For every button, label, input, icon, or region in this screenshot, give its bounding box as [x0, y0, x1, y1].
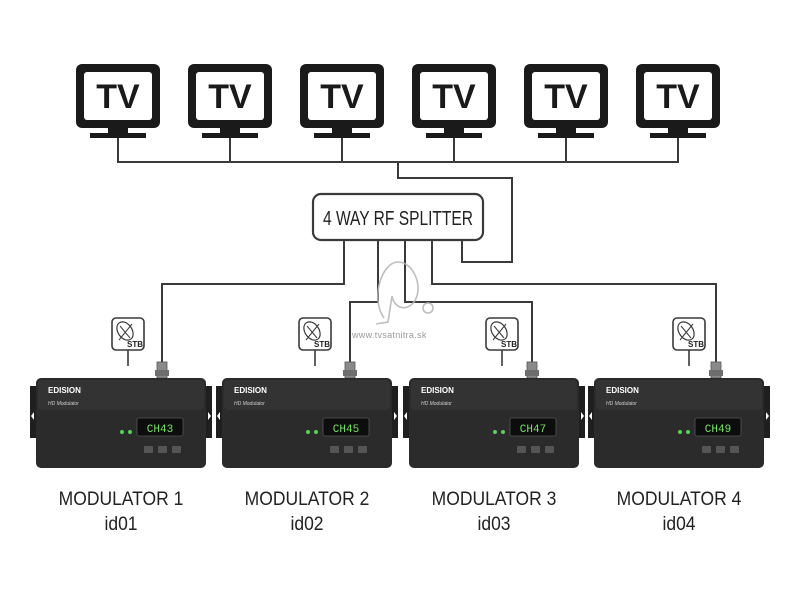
watermark-text: www.tvsatnitra.sk [352, 330, 427, 340]
tv-icon: TV [636, 64, 720, 138]
tv-label: TV [96, 78, 140, 116]
connector-icon [525, 361, 539, 379]
stb-label: STB [501, 340, 517, 349]
product-line: HD Modulator [421, 401, 452, 407]
splitter-out-4 [431, 240, 717, 368]
modulator-name: MODULATOR 3 [431, 489, 557, 510]
modulator-id: id01 [104, 514, 138, 535]
tv-label: TV [656, 78, 700, 116]
stb-row: STB STB STB STB [111, 317, 706, 366]
tv-row: TV TV TV TV TV TV [76, 64, 720, 138]
wires [117, 138, 717, 368]
stb-icon: STB [485, 317, 519, 366]
tv-icon: TV [524, 64, 608, 138]
tv-icon: TV [76, 64, 160, 138]
stb-label: STB [127, 340, 143, 349]
rf-splitter: 4 WAY RF SPLITTER [311, 192, 485, 242]
product-line: HD Modulator [234, 401, 265, 407]
tv-label: TV [544, 78, 588, 116]
stb-icon: STB [298, 317, 332, 366]
tv-label: TV [432, 78, 476, 116]
modulator-name: MODULATOR 4 [616, 489, 742, 510]
connector-icon [155, 361, 169, 379]
stb-icon: STB [111, 317, 145, 366]
brand-logo: EDISION [234, 386, 267, 395]
modulator-id: id04 [662, 514, 696, 535]
tv-bus-line [117, 138, 679, 163]
tv-label: TV [208, 78, 252, 116]
connector-icon [709, 361, 723, 379]
channel-display: CH43 [147, 424, 173, 436]
splitter-out-1 [161, 240, 345, 368]
tv-label: TV [320, 78, 364, 116]
connector-icon [343, 361, 357, 379]
tv-icon: TV [412, 64, 496, 138]
product-line: HD Modulator [48, 401, 79, 407]
modulator-id: id02 [290, 514, 324, 535]
channel-display: CH45 [333, 424, 359, 436]
modulator-name: MODULATOR 2 [244, 489, 370, 510]
tv-icon: TV [188, 64, 272, 138]
brand-logo: EDISION [48, 386, 81, 395]
channel-display: CH49 [705, 424, 731, 436]
splitter-input-line [397, 162, 513, 263]
brand-logo: EDISION [421, 386, 454, 395]
brand-logo: EDISION [606, 386, 639, 395]
splitter-out-2 [349, 240, 379, 368]
watermark-logo [375, 261, 434, 325]
tv-icon: TV [300, 64, 384, 138]
modulator-name: MODULATOR 1 [58, 489, 184, 510]
stb-label: STB [314, 340, 330, 349]
splitter-label: 4 WAY RF SPLITTER [323, 208, 473, 230]
splitter-out-3 [404, 240, 533, 368]
stb-label: STB [688, 340, 704, 349]
product-line: HD Modulator [606, 401, 637, 407]
stb-icon: STB [672, 317, 706, 366]
channel-display: CH47 [520, 424, 546, 436]
modulator-id: id03 [477, 514, 511, 535]
